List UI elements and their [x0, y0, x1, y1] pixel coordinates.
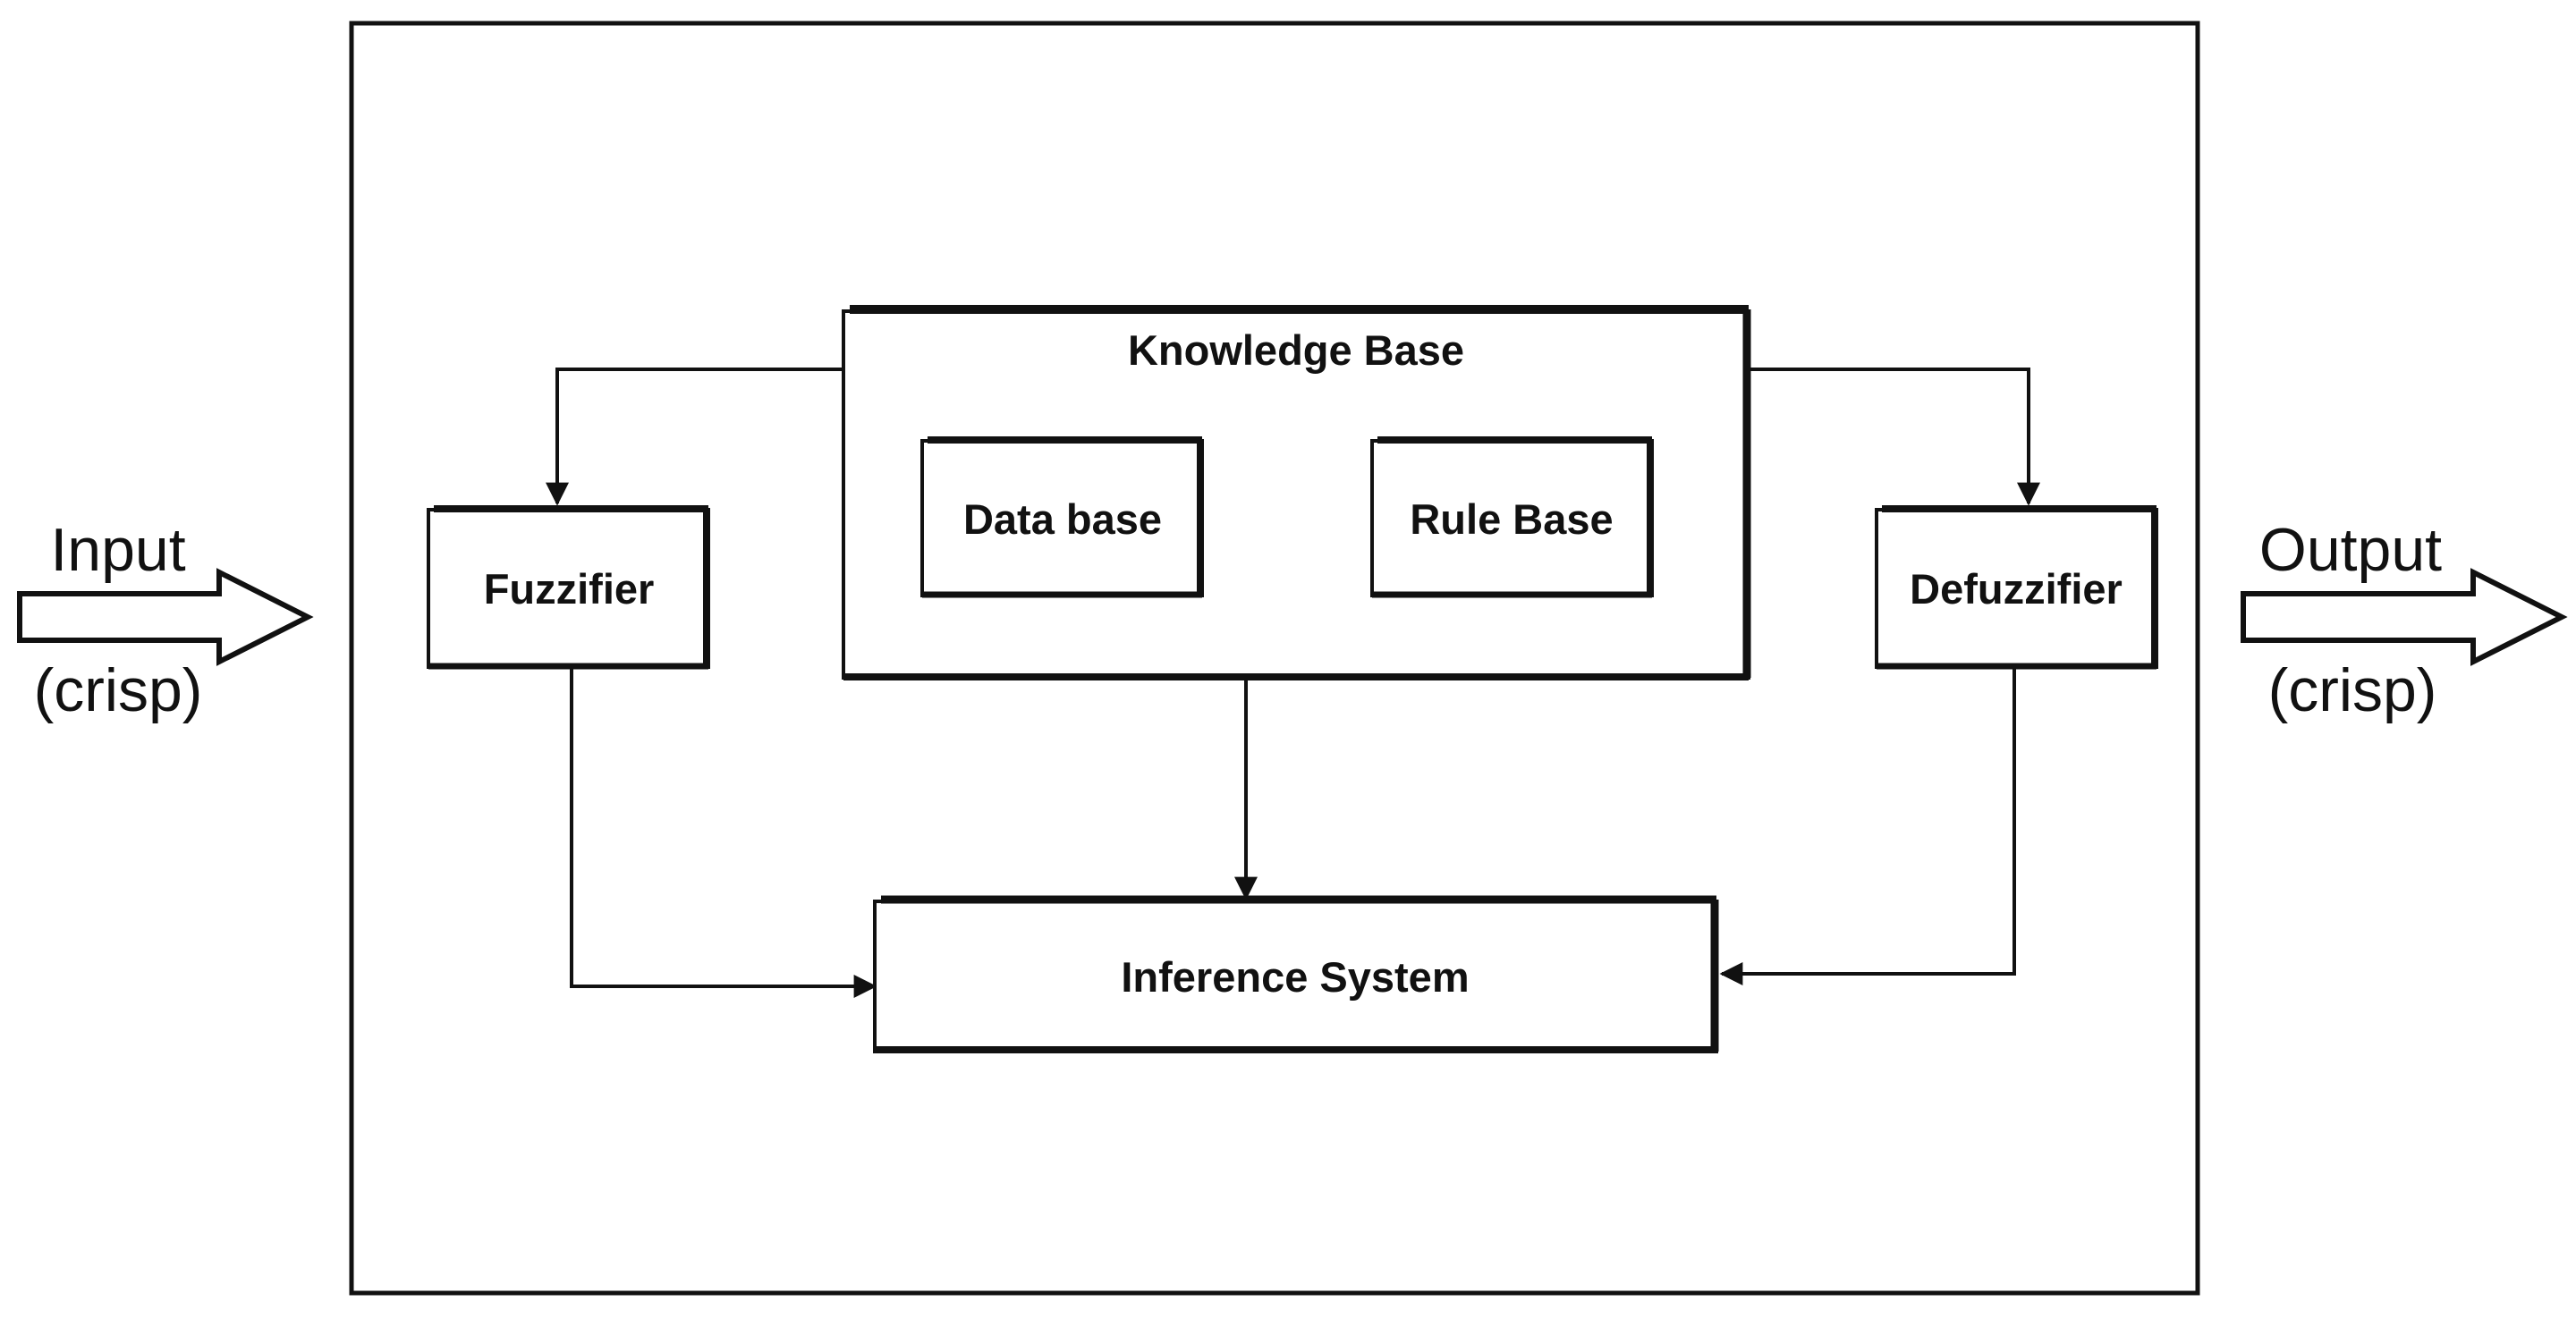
defuzzifier-block: Defuzzifier	[1875, 505, 2158, 670]
connector-defuzzifier-to-inference	[1719, 667, 2016, 985]
connectors	[546, 368, 2040, 998]
input-group: Input (crisp)	[17, 516, 314, 724]
output-sublabel: (crisp)	[2268, 656, 2437, 724]
output-arrow-icon	[2241, 568, 2568, 666]
knowledge-base-label: Knowledge Base	[1128, 326, 1464, 374]
rule-base-label: Rule Base	[1410, 495, 1613, 543]
connector-knowledge-to-fuzzifier	[546, 368, 843, 506]
defuzzifier-label: Defuzzifier	[1910, 565, 2123, 613]
input-arrow-icon	[17, 568, 314, 666]
fuzzifier-block: Fuzzifier	[427, 505, 710, 670]
fuzzifier-label: Fuzzifier	[484, 565, 655, 613]
connector-knowledge-to-defuzzifier	[1749, 368, 2040, 506]
inference-system-label: Inference System	[1121, 953, 1469, 1001]
output-group: Output (crisp)	[2241, 516, 2568, 724]
inference-system-block: Inference System	[873, 895, 1719, 1053]
rule-base-block: Rule Base	[1370, 436, 1654, 598]
system-frame	[349, 21, 2200, 1296]
data-base-block: Data base	[920, 436, 1204, 598]
input-label: Input	[50, 516, 185, 584]
connector-fuzzifier-to-inference	[570, 667, 877, 998]
output-label: Output	[2259, 516, 2442, 584]
data-base-label: Data base	[963, 495, 1162, 543]
input-sublabel: (crisp)	[34, 656, 203, 724]
